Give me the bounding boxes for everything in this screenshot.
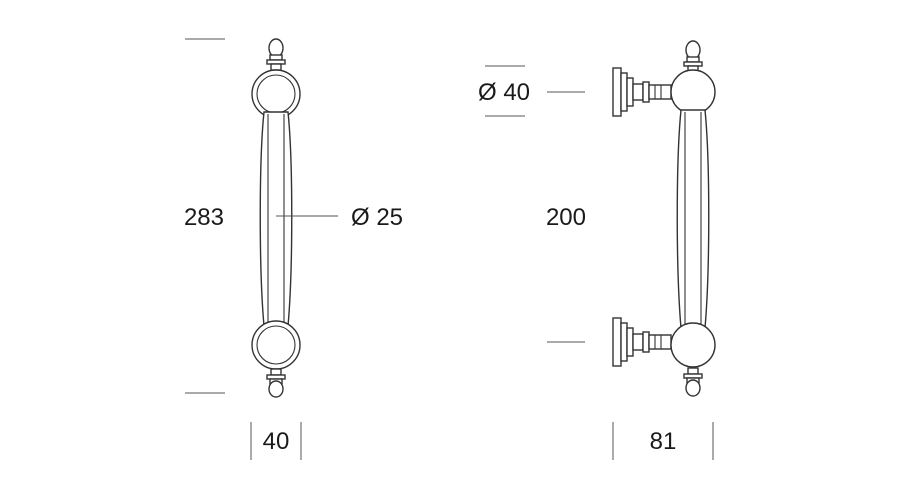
front-bottom-finial <box>266 368 286 398</box>
front-top-finial <box>266 38 286 71</box>
front-grip-bar <box>259 111 293 327</box>
front-diameter-label: Ø 25 <box>351 204 403 231</box>
side-grip-bar <box>676 109 710 329</box>
front-top-knob <box>251 69 301 119</box>
side-dimension-lines <box>485 65 714 460</box>
side-bottom-rose <box>612 317 672 367</box>
side-top-knob <box>670 69 716 115</box>
side-top-rose <box>612 67 672 117</box>
front-view <box>251 38 301 398</box>
side-bottom-knob <box>670 322 716 368</box>
front-bottom-knob <box>251 320 301 370</box>
side-top-finial <box>683 40 703 73</box>
front-width-label: 40 <box>263 428 290 455</box>
side-centers-label: 200 <box>546 204 586 231</box>
side-rose-diameter-label: Ø 40 <box>478 79 530 106</box>
front-dimension-lines <box>185 38 338 460</box>
side-view <box>612 40 716 397</box>
side-bottom-finial <box>683 367 703 397</box>
side-projection-label: 81 <box>650 428 677 455</box>
front-length-label: 283 <box>184 204 224 231</box>
